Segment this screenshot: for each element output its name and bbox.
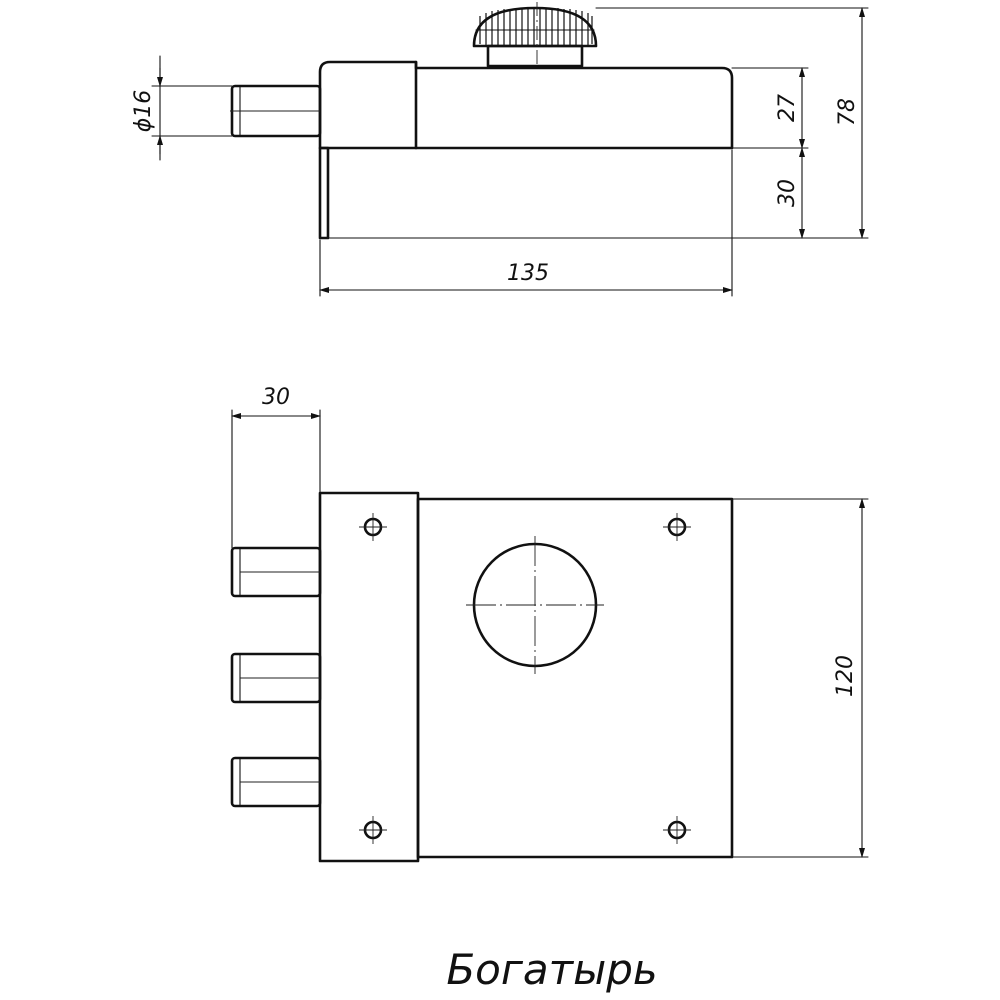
screw-hole-bottom-left [359,816,387,844]
screw-hole-top-right [663,513,691,541]
knob-top [472,2,598,68]
dim-bolt-length: 30 [262,385,290,410]
front-view: 30 120 [230,385,869,863]
dim-plate-height: 30 [775,179,800,207]
bolt-front-2 [230,652,322,704]
dim-plate-length: 120 [833,655,858,697]
dim-bolt-diameter: ϕ16 [131,90,156,133]
bolt-front-1 [230,546,322,598]
dim-total-height: 78 [835,98,860,126]
bolt-front-3 [230,756,322,808]
lock-body-front [416,497,734,859]
knob-front [466,536,604,674]
product-caption: Богатырь [446,945,657,994]
mounting-plate-front [318,491,420,863]
mounting-plate-side [318,146,330,240]
screw-hole-bottom-right [663,816,691,844]
side-view: ϕ16 27 30 78 135 [131,2,869,297]
dim-width: 135 [507,261,549,286]
lock-body-side [318,60,734,150]
screw-hole-top-left [359,513,387,541]
dim-body-height: 27 [775,94,800,122]
